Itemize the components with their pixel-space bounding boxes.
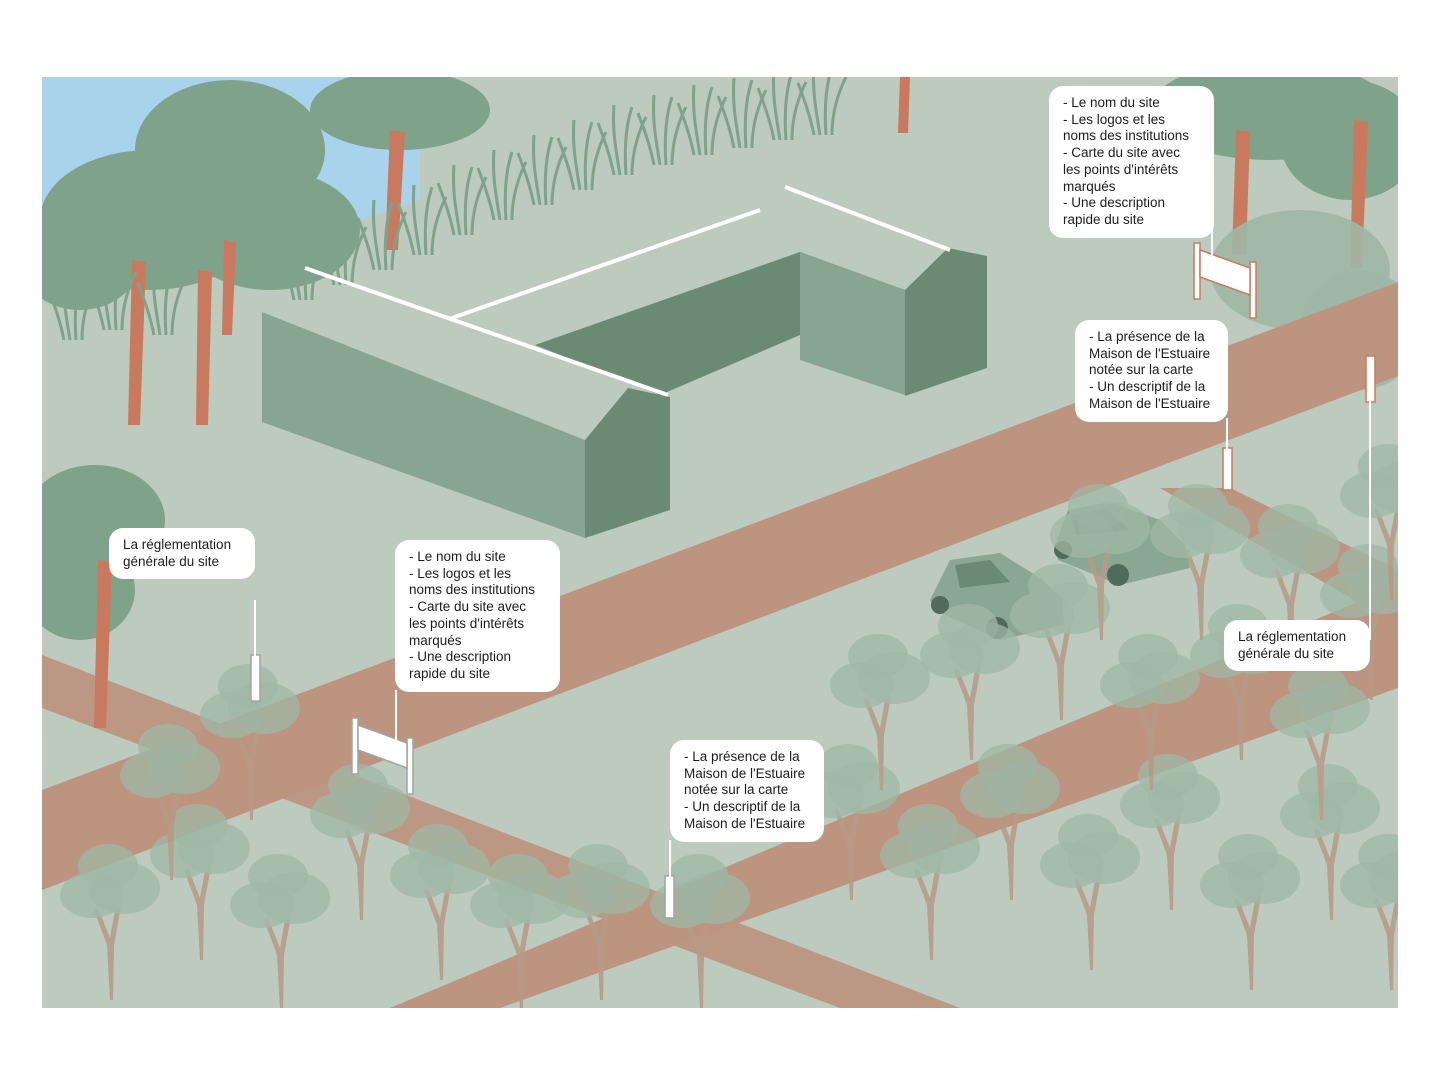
- post-far-right: [1365, 355, 1376, 403]
- building: [262, 185, 987, 538]
- callout-line: - Le nom du site: [409, 549, 506, 564]
- callout-line: Maison de l'Estuaire: [1089, 395, 1211, 411]
- callout-sign-top-right: - Le nom du site - Les logos et les noms…: [1049, 86, 1214, 238]
- callout-line: les points d'intérêts: [409, 615, 525, 631]
- callout-line: - Carte du site avec: [1063, 145, 1181, 161]
- callout-line: générale du site: [123, 553, 220, 569]
- callout-line: marqués: [409, 632, 462, 648]
- callout-line: - Une description: [1063, 195, 1166, 211]
- callout-line: - La présence de la: [1089, 329, 1205, 344]
- callout-sign-center-left: - Le nom du site - Les logos et les noms…: [395, 540, 560, 692]
- callout-line: - Le nom du site: [1063, 95, 1160, 110]
- callout-leaders: [254, 230, 1371, 878]
- post-left: [250, 654, 261, 702]
- callout-line: noms des institutions: [409, 582, 536, 598]
- callout-line: - Les logos et les: [1063, 111, 1166, 127]
- sign-panel-center-left: [351, 717, 414, 795]
- callout-line: Maison de l'Estuaire: [1089, 345, 1211, 361]
- callout-line: notée sur la carte: [684, 782, 789, 798]
- top-left-trees: [42, 77, 910, 425]
- callout-line: noms des institutions: [1063, 128, 1190, 144]
- callout-line: - Un descriptif de la: [684, 799, 801, 815]
- callout-line: - La présence de la: [684, 749, 800, 764]
- callout-line: La réglementation: [123, 537, 232, 552]
- callout-line: Maison de l'Estuaire: [684, 765, 806, 781]
- post-bottom-center: [664, 875, 675, 919]
- callout-line: marqués: [1063, 178, 1116, 194]
- callout-line: rapide du site: [1063, 211, 1145, 227]
- callout-line: générale du site: [1238, 645, 1335, 661]
- callout-line: notée sur la carte: [1089, 362, 1194, 378]
- callout-line: - Un descriptif de la: [1089, 379, 1206, 395]
- post-right-middle: [1222, 447, 1233, 491]
- callout-line: - Carte du site avec: [409, 599, 527, 615]
- callout-line: - Les logos et les: [409, 565, 512, 581]
- callout-post-bottom-center: - La présence de la Maison de l'Estuaire…: [670, 740, 824, 842]
- callout-post-left: La réglementation générale du site: [109, 528, 255, 580]
- callout-post-far-right: La réglementation générale du site: [1224, 620, 1370, 672]
- callout-line: les points d'intérêts: [1063, 161, 1179, 177]
- callout-post-right-middle: - La présence de la Maison de l'Estuaire…: [1075, 320, 1228, 422]
- callout-line: Maison de l'Estuaire: [684, 815, 806, 831]
- callout-line: - Une description: [409, 649, 512, 665]
- sign-panel-top-right: [1193, 242, 1257, 319]
- callout-line: La réglementation: [1238, 629, 1347, 644]
- callout-line: rapide du site: [409, 665, 491, 681]
